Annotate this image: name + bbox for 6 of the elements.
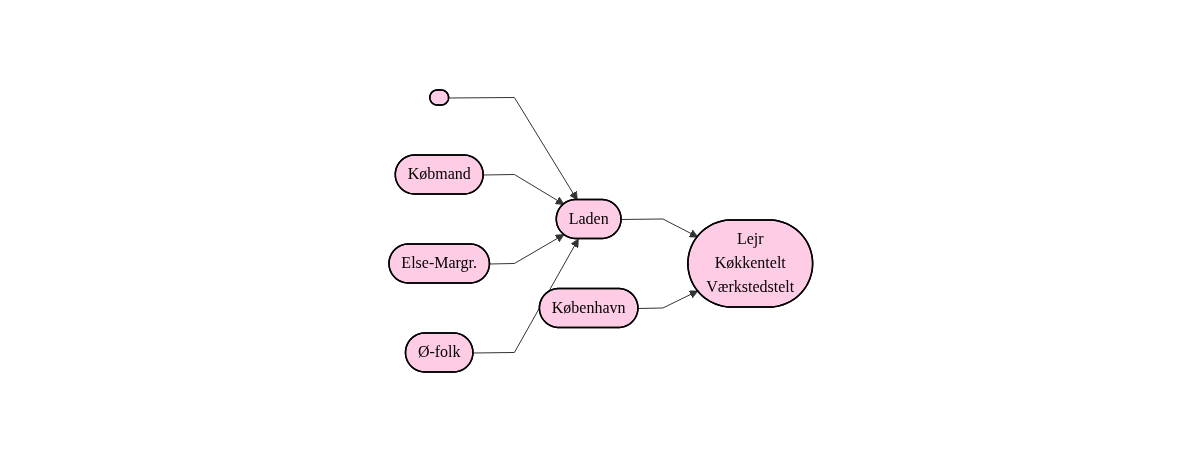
- arrow: [637, 290, 698, 309]
- arrow: [620, 218, 698, 238]
- arrow: [472, 238, 579, 354]
- arrow: [448, 97, 578, 201]
- arrow: [482, 174, 565, 205]
- arrow: [489, 234, 565, 265]
